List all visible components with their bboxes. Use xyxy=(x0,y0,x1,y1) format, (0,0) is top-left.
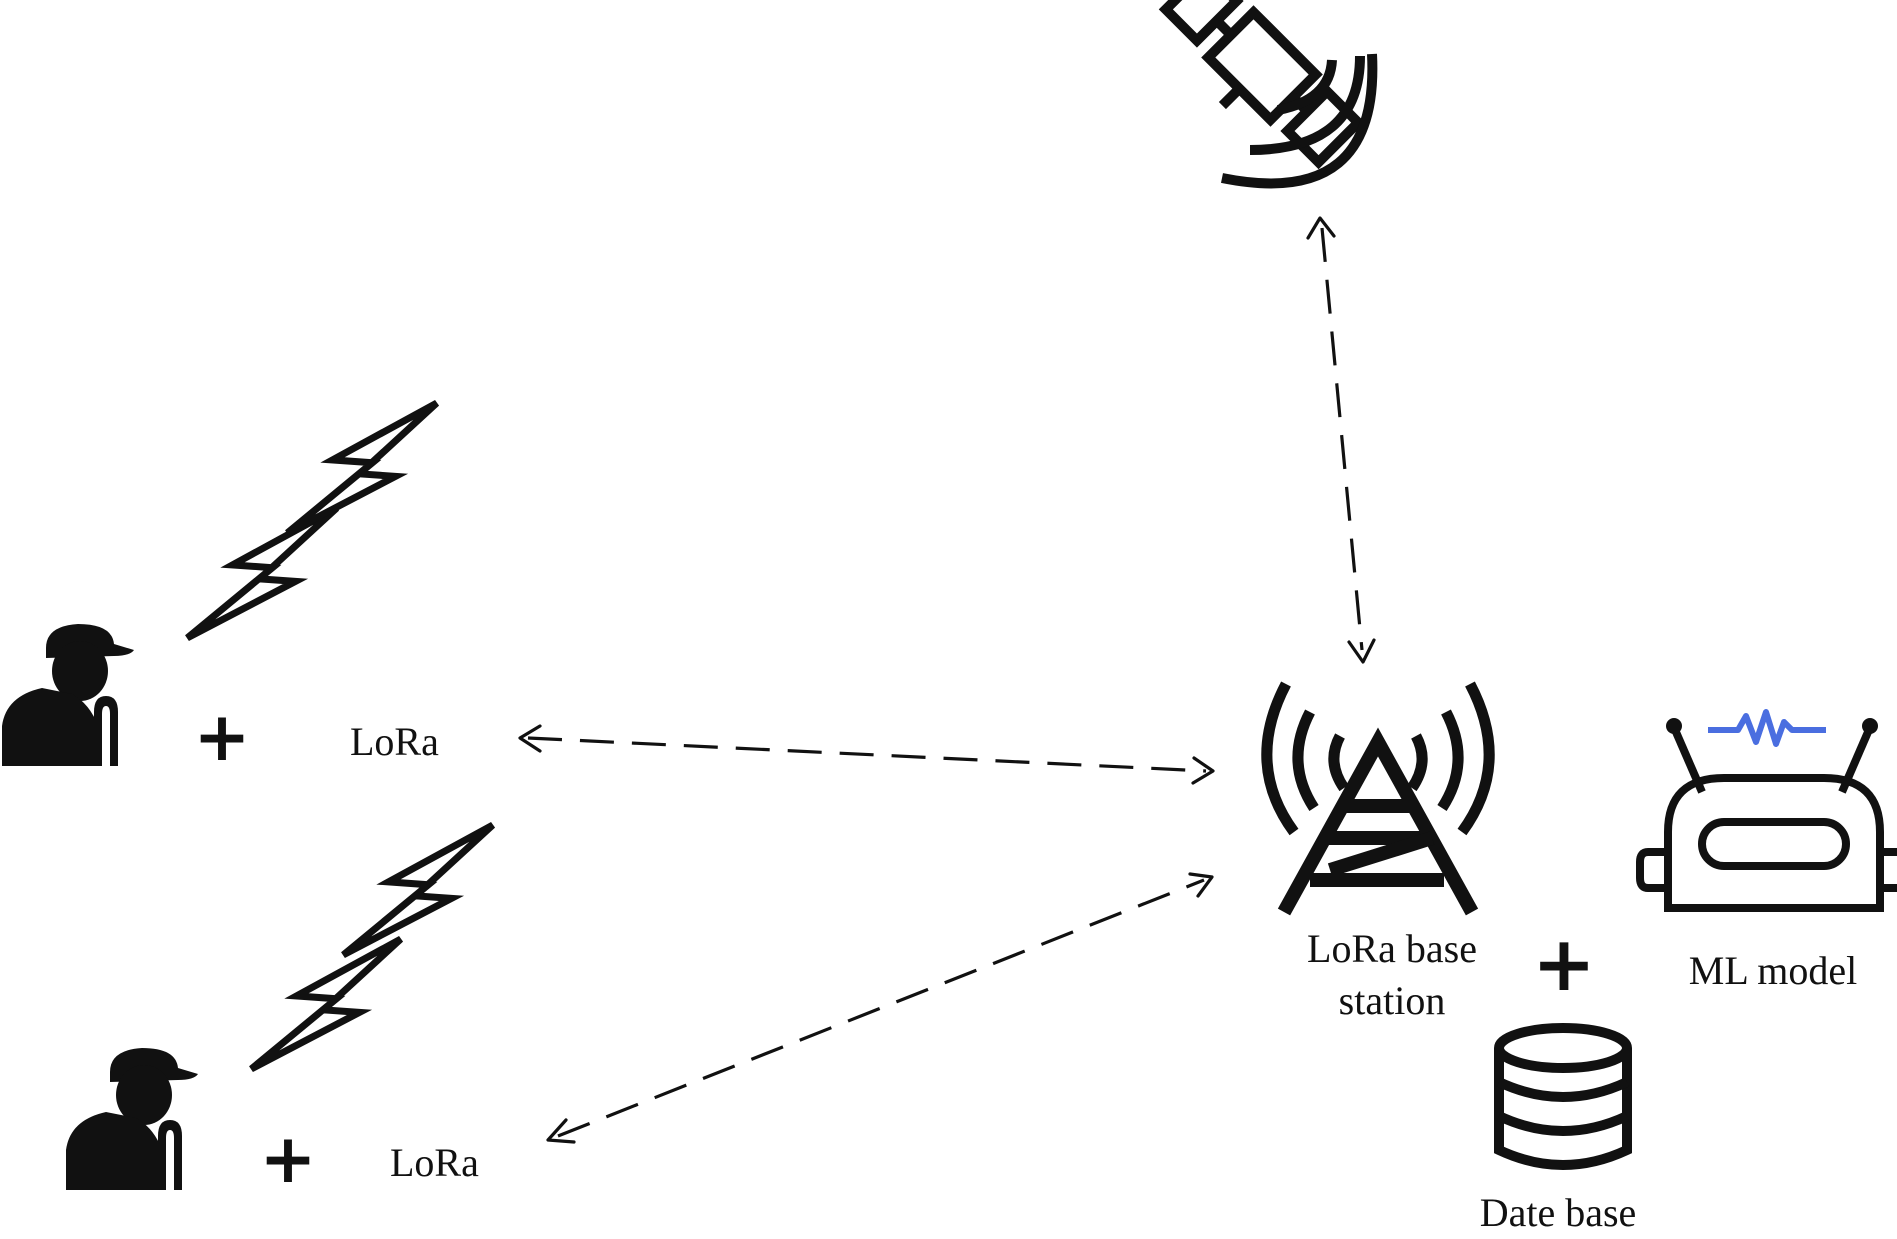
lora-label: LoRa xyxy=(390,1140,479,1185)
antenna-tip xyxy=(1666,718,1682,734)
database-icon xyxy=(1494,1023,1632,1170)
elderly-person-icon xyxy=(66,1048,198,1190)
base-station-label-line1: LoRa base xyxy=(1307,926,1477,971)
satellite-icon xyxy=(1158,0,1378,189)
radio-tower-icon xyxy=(1261,681,1495,916)
database-label: Date base xyxy=(1480,1190,1637,1235)
ml-model-label: ML model xyxy=(1689,948,1858,993)
plus-sign: + xyxy=(1532,919,1596,1008)
elderly-person-icon xyxy=(2,624,134,766)
lightning-bolt-icon xyxy=(343,815,492,964)
plus-sign: + xyxy=(260,1120,317,1199)
plus-sign: + xyxy=(194,698,251,777)
antenna-tip xyxy=(1862,718,1878,734)
lightning-bolt-icon xyxy=(251,929,400,1078)
signal-wave-icon xyxy=(1708,709,1826,747)
lora-label: LoRa xyxy=(350,719,439,764)
lightning-bolt-icon xyxy=(287,393,436,542)
robot-icon xyxy=(1636,730,1897,912)
link-arrow xyxy=(518,724,1215,785)
link-arrow xyxy=(1306,216,1376,664)
base-station-label-line2: station xyxy=(1339,978,1446,1023)
link-arrow xyxy=(546,872,1214,1144)
